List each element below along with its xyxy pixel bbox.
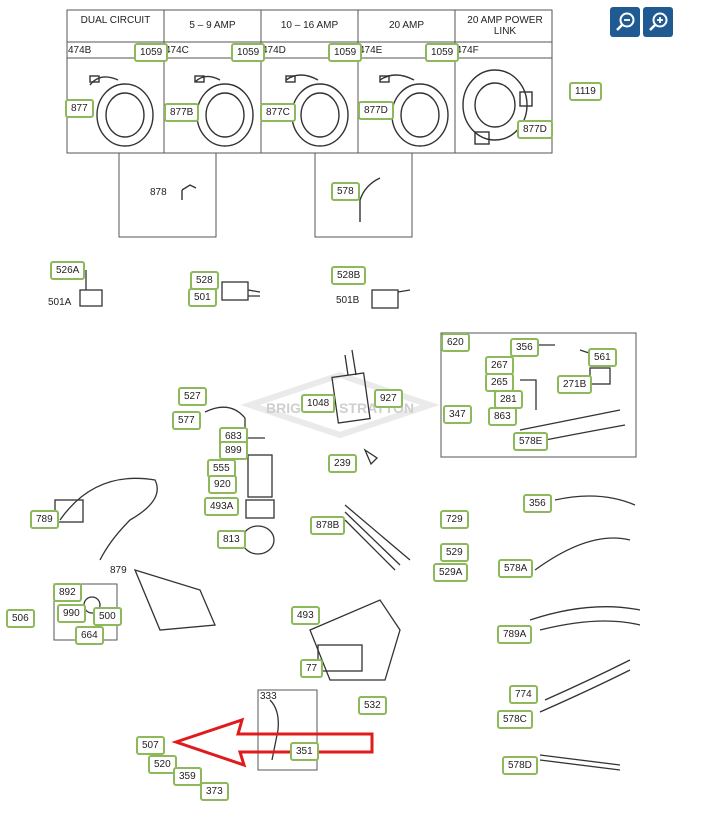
part-tag[interactable]: 729 [440, 510, 469, 529]
part-tag[interactable]: 359 [173, 767, 202, 786]
part-tag[interactable]: 520 [148, 755, 177, 774]
part-tag[interactable]: 527 [178, 387, 207, 406]
part-tag[interactable]: 577 [172, 411, 201, 430]
part-tag[interactable]: 877C [260, 103, 296, 122]
part-tag[interactable]: 877D [358, 101, 394, 120]
part-tag[interactable]: 877D [517, 120, 553, 139]
part-tag[interactable]: 561 [588, 348, 617, 367]
part-tag[interactable]: 878B [310, 516, 346, 535]
part-tag[interactable]: 356 [510, 338, 539, 357]
part-tag[interactable]: 239 [328, 454, 357, 473]
part-tag[interactable]: 506 [6, 609, 35, 628]
part-tag[interactable]: 578A [498, 559, 534, 578]
part-tag[interactable]: 493 [291, 606, 320, 625]
part-tag[interactable]: 789A [497, 625, 533, 644]
code-474c: 474C [165, 45, 189, 56]
part-tag[interactable]: 620 [441, 333, 470, 352]
part-label[interactable]: 501A [48, 297, 72, 308]
stator-drawings [89, 69, 533, 222]
zoom-out-icon [616, 12, 635, 31]
part-tag[interactable]: 578E [513, 432, 549, 451]
part-tag[interactable]: 528B [331, 266, 367, 285]
part-tag[interactable]: 578D [502, 756, 538, 775]
part-tag[interactable]: 493A [204, 497, 240, 516]
part-label[interactable]: 878 [150, 187, 167, 198]
part-tag[interactable]: 500 [93, 607, 122, 626]
part-tag[interactable]: 664 [75, 626, 104, 645]
part-label[interactable]: 333 [260, 691, 277, 702]
part-tag[interactable]: 990 [57, 604, 86, 623]
zoom-in-button[interactable] [643, 7, 673, 37]
zoom-in-icon [649, 12, 668, 31]
part-tag[interactable]: 373 [200, 782, 229, 801]
part-tag[interactable]: 507 [136, 736, 165, 755]
annotation-arrow [171, 717, 374, 768]
part-tag[interactable]: 501 [188, 288, 217, 307]
header-20-amp-power-link: 20 AMP POWER LINK [467, 15, 543, 37]
part-label[interactable]: 501B [336, 295, 360, 306]
code-474b: 474B [68, 45, 92, 56]
header-20-amp: 20 AMP [388, 20, 425, 31]
part-tag[interactable]: 927 [374, 389, 403, 408]
part-tag[interactable]: 1059 [328, 43, 363, 62]
watermark [240, 371, 440, 439]
part-tag[interactable]: 578 [331, 182, 360, 201]
part-tag[interactable]: 789 [30, 510, 59, 529]
part-tag[interactable]: 1059 [134, 43, 169, 62]
part-tag[interactable]: 899 [219, 441, 248, 460]
zoom-out-button[interactable] [610, 7, 640, 37]
part-tag[interactable]: 892 [53, 583, 82, 602]
header-5-9-amp: 5 – 9 AMP [189, 20, 236, 31]
code-474e: 474E [359, 45, 383, 56]
header-10-16-amp: 10 – 16 AMP [280, 20, 339, 31]
part-tag[interactable]: 774 [509, 685, 538, 704]
part-tag[interactable]: 77 [300, 659, 324, 678]
part-tag[interactable]: 877B [164, 103, 200, 122]
part-tag[interactable]: 578C [497, 710, 533, 729]
part-tag[interactable]: 356 [523, 494, 552, 513]
part-tag[interactable]: 863 [488, 407, 517, 426]
part-tag[interactable]: 813 [217, 530, 246, 549]
part-tag[interactable]: 877 [65, 99, 94, 118]
part-tag[interactable]: 271B [557, 375, 593, 394]
header-dual-circuit: DUAL CIRCUIT [80, 15, 151, 26]
part-tag[interactable]: 526A [50, 261, 86, 280]
part-tag[interactable]: 347 [443, 405, 472, 424]
code-474d: 474D [262, 45, 286, 56]
part-tag[interactable]: 1059 [425, 43, 460, 62]
part-label[interactable]: 879 [110, 565, 127, 576]
part-tag[interactable]: 532 [358, 696, 387, 715]
part-drawings [54, 270, 641, 771]
part-tag[interactable]: 529 [440, 543, 469, 562]
part-tag[interactable]: 351 [290, 742, 319, 761]
part-tag[interactable]: 1059 [231, 43, 266, 62]
part-tag[interactable]: 529A [433, 563, 469, 582]
part-tag[interactable]: 1119 [569, 82, 602, 101]
code-474f: 474F [456, 45, 479, 56]
part-tag[interactable]: 920 [208, 475, 237, 494]
part-tag[interactable]: 1048 [301, 394, 336, 413]
